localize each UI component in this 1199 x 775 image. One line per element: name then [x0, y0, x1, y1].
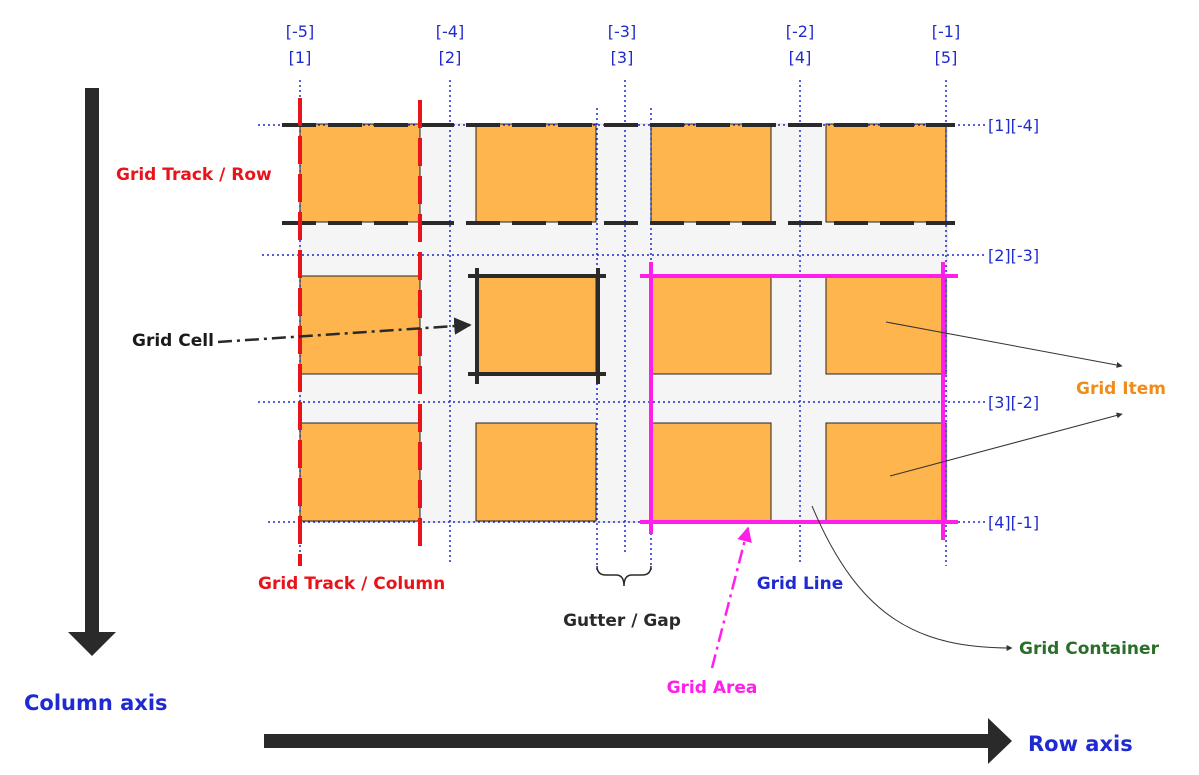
grid-track-row — [282, 123, 955, 225]
grid-item — [650, 422, 772, 522]
label-grid-item: Grid Item — [1076, 379, 1166, 399]
col-line-label-neg: [-1] — [932, 22, 960, 41]
column-line-labels: [-5] [1] [-4] [2] [-3] [3] [-2] [4] [-1]… — [286, 22, 960, 67]
grid-item — [825, 422, 947, 522]
label-column-axis: Column axis — [24, 691, 168, 715]
grid-container-pointer-arrow — [811, 505, 1013, 651]
col-line-label-pos: [5] — [935, 48, 958, 67]
grid-item — [299, 422, 421, 522]
grid-item — [299, 275, 421, 375]
grid-item — [825, 275, 947, 375]
grid-item-pointer-arrow — [885, 321, 1123, 368]
grid-area-pointer-arrow — [710, 526, 752, 669]
label-gutter-gap: Gutter / Gap — [563, 611, 681, 631]
grid-area — [640, 262, 958, 540]
row-line-label: [4][-1] — [988, 513, 1039, 532]
grid-item — [650, 123, 772, 223]
col-line-label-pos: [2] — [439, 48, 462, 67]
col-line-label-pos: [4] — [789, 48, 812, 67]
column-axis-arrow — [68, 88, 116, 656]
grid-item — [475, 275, 597, 375]
row-axis-arrow — [264, 718, 1012, 764]
col-line-label-neg: [-2] — [786, 22, 814, 41]
row-line-labels: [1][-4] [2][-3] [3][-2] [4][-1] — [988, 116, 1039, 532]
label-row-axis: Row axis — [1028, 732, 1133, 756]
label-grid-track-row: Grid Track / Row — [116, 165, 272, 185]
grid-item — [825, 123, 947, 223]
col-line-label-neg: [-3] — [608, 22, 636, 41]
label-grid-area: Grid Area — [667, 678, 758, 698]
grid-item — [475, 123, 597, 223]
grid-cell — [468, 268, 606, 384]
gutter-brace — [596, 565, 652, 587]
grid-items — [299, 123, 947, 522]
row-line-label: [1][-4] — [988, 116, 1039, 135]
label-grid-cell: Grid Cell — [132, 331, 214, 351]
row-line-label: [3][-2] — [988, 393, 1039, 412]
col-line-label-neg: [-5] — [286, 22, 314, 41]
col-line-label-pos: [1] — [289, 48, 312, 67]
grid-cell-pointer-arrow — [217, 317, 472, 344]
label-grid-track-column: Grid Track / Column — [258, 574, 445, 594]
label-grid-line: Grid Line — [757, 574, 844, 594]
grid-track-column — [298, 98, 422, 566]
label-grid-container: Grid Container — [1019, 639, 1160, 659]
grid-item — [650, 275, 772, 375]
col-line-label-neg: [-4] — [436, 22, 464, 41]
grid-item — [299, 123, 421, 223]
col-line-label-pos: [3] — [611, 48, 634, 67]
grid-item-pointer-arrow — [889, 412, 1123, 477]
row-line-label: [2][-3] — [988, 246, 1039, 265]
grid-item — [475, 422, 597, 522]
